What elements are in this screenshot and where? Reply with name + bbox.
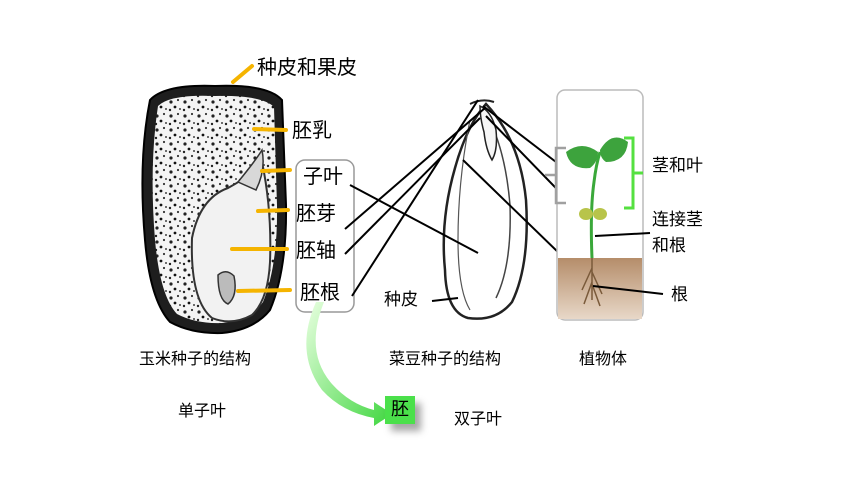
line-to-stem-leaf (482, 105, 557, 163)
line-seed-coat (431, 297, 459, 302)
embryo-tag: 胚 (385, 396, 415, 424)
label-plumule: 胚芽 (296, 201, 336, 225)
label-connect-stem-root-1: 连接茎 (652, 210, 703, 230)
caption-bean-seed: 菜豆种子的结构 (389, 349, 502, 368)
embryo-parts-box (295, 159, 355, 313)
label-endosperm: 胚乳 (292, 118, 332, 142)
caption-dicot: 双子叶 (454, 409, 503, 428)
corn-kernel-illustration (141, 84, 288, 335)
label-root: 根 (671, 285, 688, 305)
caption-corn-seed: 玉米种子的结构 (139, 349, 252, 368)
label-stem-and-leaf: 茎和叶 (652, 156, 703, 176)
caption-plant: 植物体 (579, 349, 628, 368)
pointer-radicle (236, 288, 292, 293)
line-connector-label (594, 232, 651, 237)
embryo-arrow (306, 302, 392, 426)
label-seed-coat-fruit-wall: 种皮和果皮 (257, 55, 357, 79)
bean-seed-illustration (442, 99, 528, 320)
label-hypocotyl: 胚轴 (296, 238, 336, 262)
pointer-plumule (256, 208, 290, 213)
bean-pointer-lines (344, 99, 594, 302)
plant-illustration (556, 89, 644, 321)
label-bean-seed-coat: 种皮 (384, 290, 418, 310)
pointer-endosperm (252, 127, 288, 132)
line-root-label (592, 285, 664, 295)
plant-left-bracket (545, 146, 566, 205)
pointer-seed-coat (231, 64, 254, 84)
pointer-cotyledon (260, 168, 292, 173)
line-hypocotyl (344, 117, 481, 255)
line-radicle (351, 99, 479, 297)
line-plumule (344, 107, 486, 230)
label-connect-stem-root-2: 和根 (652, 236, 686, 256)
line-cotyledon (349, 184, 479, 254)
caption-monocot: 单子叶 (178, 401, 227, 420)
label-cotyledon: 子叶 (303, 164, 343, 188)
corn-pointer-lines (230, 64, 292, 293)
stem-leaf-bracket (624, 136, 643, 210)
label-radicle: 胚根 (300, 280, 340, 304)
